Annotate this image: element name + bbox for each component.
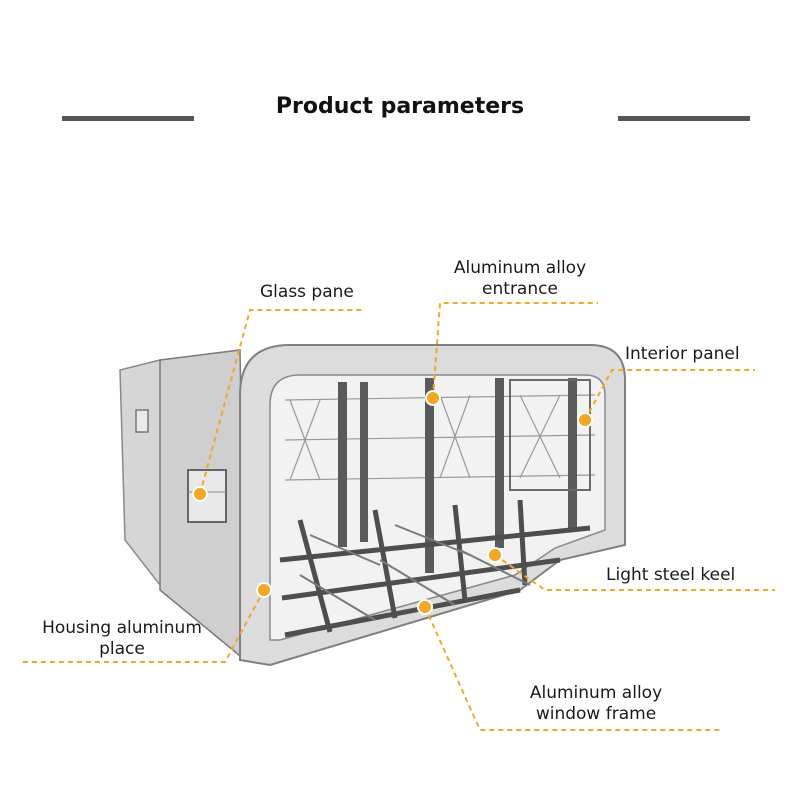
label-window-line1: Aluminum alloy bbox=[529, 683, 663, 703]
callout-lines bbox=[20, 302, 775, 731]
steel-posts bbox=[338, 378, 577, 573]
label-housing-line1: Housing aluminum bbox=[42, 618, 202, 638]
callout-dot-glass-pane bbox=[192, 486, 208, 502]
cabin-inner-opening bbox=[269, 374, 606, 641]
title-rule-right bbox=[618, 116, 750, 121]
front-window-frame bbox=[509, 379, 591, 491]
label-entrance: Aluminum alloy entrance bbox=[440, 258, 600, 300]
label-interior-panel: Interior panel bbox=[625, 344, 740, 364]
label-entrance-line2: entrance bbox=[482, 279, 558, 299]
callout-dot-steel-keel bbox=[487, 547, 503, 563]
callout-dot-interior-panel bbox=[577, 412, 593, 428]
cabin-illustration bbox=[119, 344, 626, 667]
glass-pane-window bbox=[187, 469, 227, 523]
label-glass-pane: Glass pane bbox=[260, 282, 354, 302]
label-window-line2: window frame bbox=[535, 704, 657, 724]
label-steel-keel: Light steel keel bbox=[606, 565, 736, 585]
page-title: Product parameters bbox=[275, 94, 525, 119]
label-housing: Housing aluminum place bbox=[22, 618, 222, 660]
cabin-small-window bbox=[135, 409, 149, 433]
label-entrance-line1: Aluminum alloy bbox=[453, 258, 587, 278]
callout-dots bbox=[192, 390, 593, 615]
callout-dot-entrance bbox=[425, 390, 441, 406]
title-rule-left bbox=[62, 116, 194, 121]
label-window-frame: Aluminum alloy window frame bbox=[506, 683, 686, 725]
callout-dot-housing bbox=[256, 582, 272, 598]
callout-dot-window-frame bbox=[417, 599, 433, 615]
label-housing-line2: place bbox=[99, 639, 145, 659]
back-wall-lattice bbox=[284, 394, 596, 481]
